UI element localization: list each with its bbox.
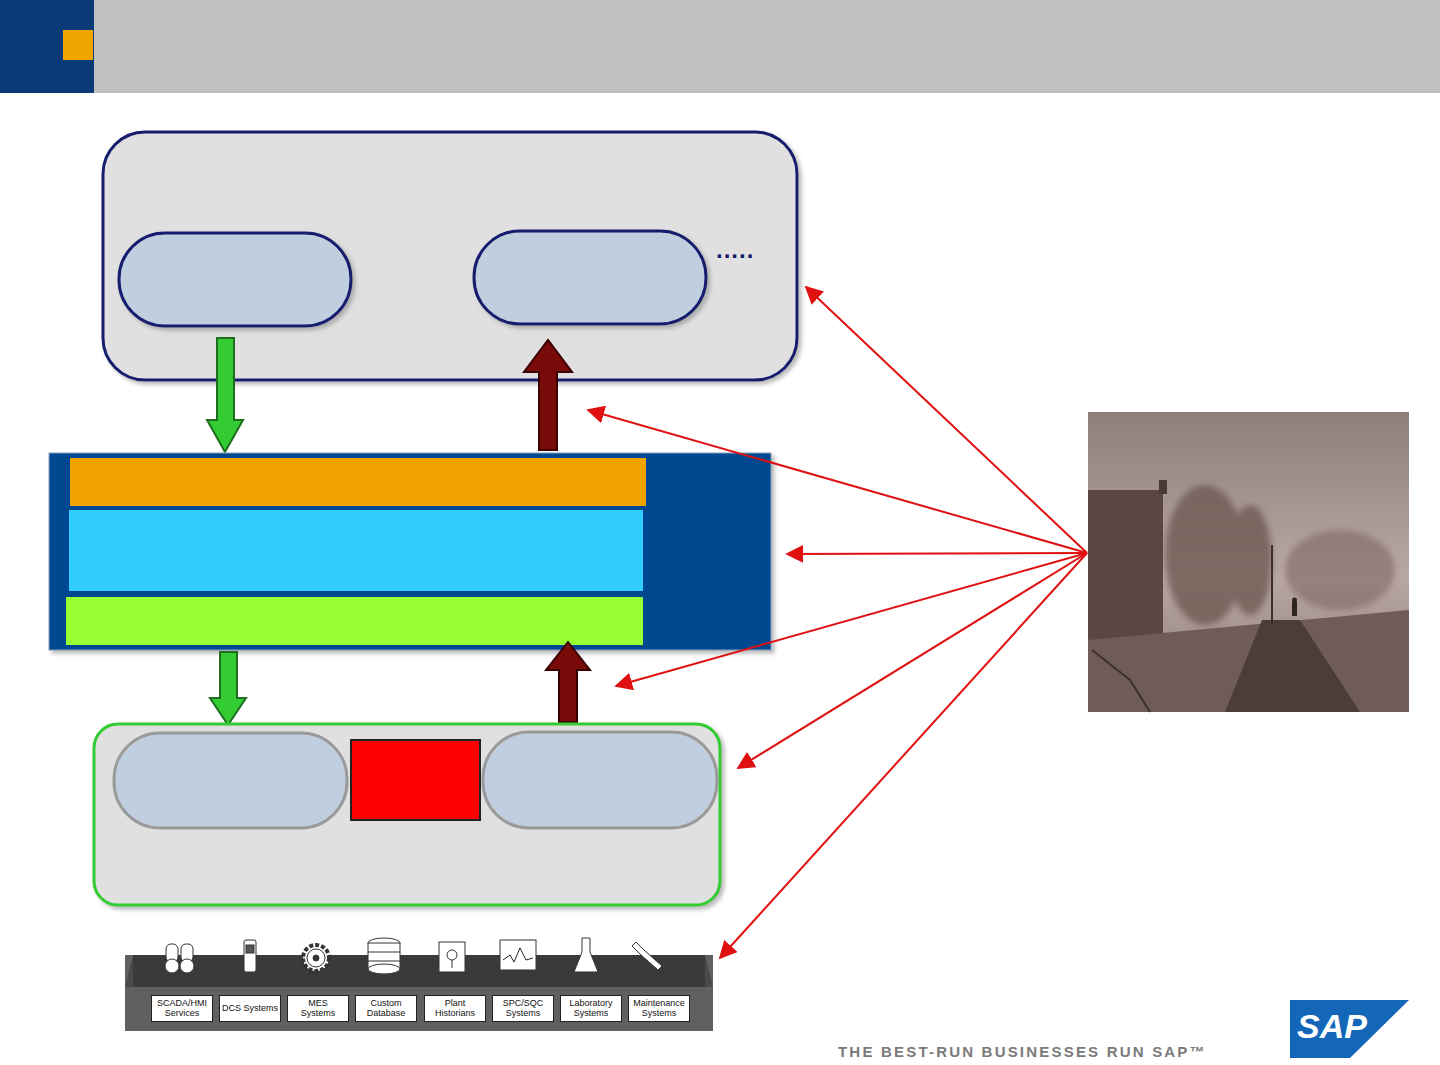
- system-box: Custom Database: [355, 995, 417, 1022]
- down-arrow: [210, 652, 246, 725]
- middle-layer: [49, 453, 771, 650]
- system-label: Plant Historians: [427, 999, 483, 1018]
- system-box: MES Systems: [287, 995, 349, 1022]
- system-label: Maintenance Systems: [631, 999, 687, 1018]
- tagline: THE BEST-RUN BUSINESSES RUN SAP™: [838, 1044, 1207, 1059]
- system-box: Maintenance Systems: [628, 995, 690, 1022]
- system-box: Plant Historians: [424, 995, 486, 1022]
- bottom-pill: [483, 732, 717, 828]
- sap-logo: [1290, 1000, 1409, 1058]
- top-pill: [119, 233, 351, 326]
- top-pill: [474, 231, 706, 324]
- up-arrow: [546, 642, 590, 722]
- registered-mark: ®: [1364, 1042, 1371, 1052]
- system-box: SCADA/HMI Services: [151, 995, 213, 1022]
- fog-photo: [1088, 412, 1409, 712]
- red-block: [351, 740, 480, 820]
- system-box: DCS Systems: [219, 995, 281, 1022]
- system-box: SPC/SQC Systems: [492, 995, 554, 1022]
- system-label: MES Systems: [290, 999, 346, 1018]
- header-block: [0, 0, 94, 93]
- system-box: Laboratory Systems: [560, 995, 622, 1022]
- bottom-container: [94, 724, 720, 905]
- green-band: [66, 597, 643, 645]
- ellipsis-mark: .....: [716, 238, 754, 262]
- system-icons: [165, 938, 662, 974]
- system-label: Custom Database: [358, 999, 414, 1018]
- sap-logo-text: SAP: [1297, 1009, 1367, 1043]
- system-label: DCS Systems: [222, 1004, 278, 1013]
- header-square: [63, 30, 93, 60]
- header-bar: [0, 0, 1440, 93]
- leader-arrows: [588, 287, 1087, 958]
- systems-strip: [125, 955, 713, 1031]
- down-arrow: [207, 338, 243, 452]
- system-label: SPC/SQC Systems: [495, 999, 551, 1018]
- orange-band: [70, 458, 646, 506]
- cyan-band: [69, 510, 643, 591]
- system-label: Laboratory Systems: [563, 999, 619, 1018]
- top-container: [103, 132, 797, 380]
- up-arrow: [524, 340, 572, 450]
- system-label: SCADA/HMI Services: [154, 999, 210, 1018]
- bottom-pill: [114, 733, 347, 828]
